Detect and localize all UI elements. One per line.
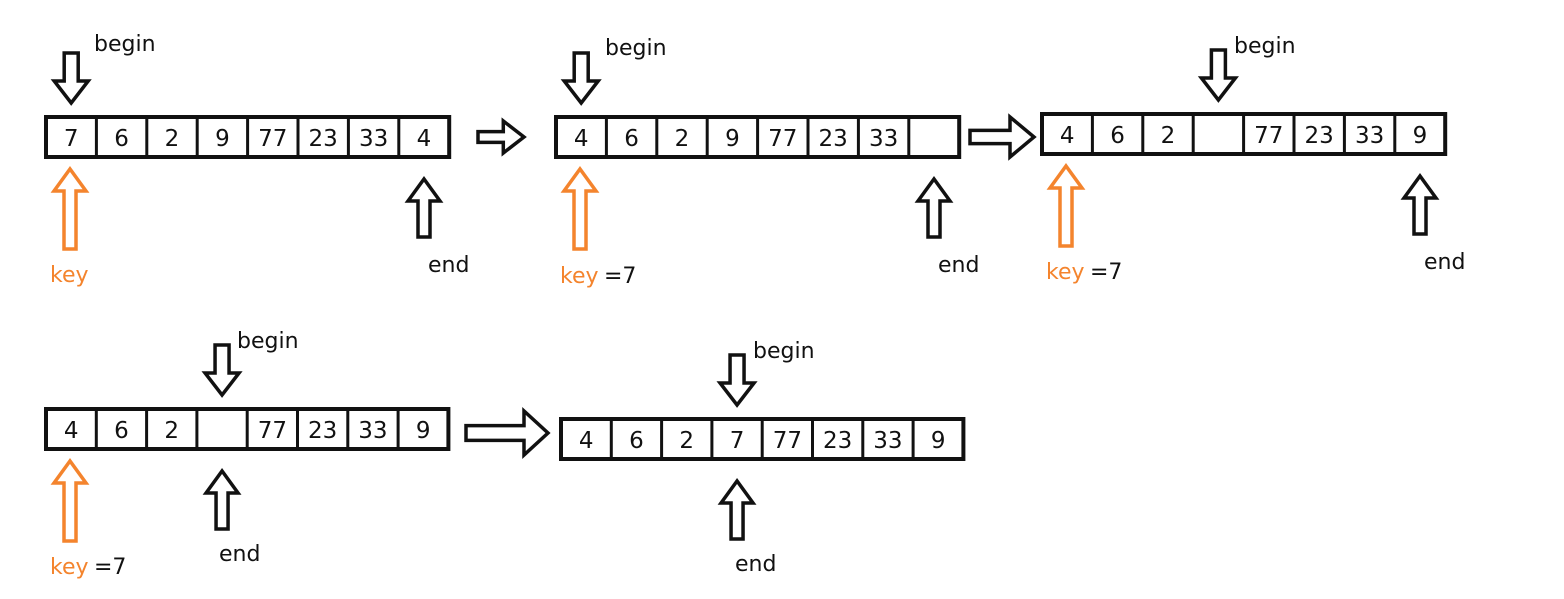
step-3-cell-7: 9 — [1413, 123, 1428, 149]
step-4-end-label: end — [219, 542, 260, 567]
step-3-cell-1: 6 — [1110, 123, 1125, 149]
step-3-end-label: end — [1424, 250, 1465, 275]
step-1-key-label: key — [50, 263, 89, 288]
step-2-cell-3: 9 — [725, 126, 740, 152]
step-1-begin-arrow — [50, 51, 92, 106]
step-1-begin-label: begin — [94, 32, 156, 57]
step-1-cell-2: 2 — [165, 126, 180, 152]
step-5-begin-arrow — [716, 353, 758, 408]
step-4-cell-2: 2 — [164, 418, 179, 444]
step-1-key-arrow — [50, 166, 90, 251]
step-5-begin-label: begin — [753, 339, 815, 364]
step-3-cell-5: 23 — [1305, 123, 1334, 149]
step-4-end-arrow — [202, 468, 242, 531]
step-1-cell-5: 23 — [309, 126, 338, 152]
step-5-cell-2: 2 — [679, 428, 694, 454]
step-2-key-value: =7 — [604, 264, 636, 289]
step-2-key-label: key — [560, 264, 599, 289]
step-5-end-label: end — [735, 552, 776, 577]
step-4-cell-5: 23 — [308, 418, 337, 444]
step-4-key-label: key — [50, 555, 89, 580]
step-1-cell-4: 77 — [258, 126, 287, 152]
step-4-cell-4: 77 — [258, 418, 287, 444]
step-2-cell-6: 33 — [869, 126, 898, 152]
step-2-cell-1: 6 — [624, 126, 639, 152]
step-4-cell-6: 33 — [358, 418, 387, 444]
step-2-begin-arrow — [560, 51, 602, 106]
step-4-cell-0: 4 — [64, 418, 79, 444]
step-2-cell-4: 77 — [768, 126, 797, 152]
step-1-cell-7: 4 — [417, 126, 432, 152]
step-5-cell-1: 6 — [629, 428, 644, 454]
step-5-cell-5: 23 — [823, 428, 852, 454]
step-2-cell-5: 23 — [819, 126, 848, 152]
step-3-key-arrow — [1046, 163, 1086, 248]
step-1-end-arrow — [404, 176, 444, 239]
step-2-key-arrow — [560, 166, 600, 251]
transition-arrow-2 — [968, 113, 1037, 161]
step-4-key-value: =7 — [94, 555, 126, 580]
step-5-cell-4: 77 — [773, 428, 802, 454]
step-3-cell-4: 77 — [1254, 123, 1283, 149]
step-3-begin-arrow — [1197, 48, 1239, 103]
step-1-cell-3: 9 — [215, 126, 230, 152]
step-3-cell-6: 33 — [1355, 123, 1384, 149]
step-3-cell-2: 2 — [1161, 123, 1176, 149]
step-2-begin-label: begin — [605, 36, 667, 61]
step-3-key-label: key — [1046, 260, 1085, 285]
step-5-end-arrow — [717, 478, 757, 541]
step-5-cell-3: 7 — [730, 428, 745, 454]
transition-arrow-1 — [476, 117, 527, 157]
step-5-cell-6: 33 — [873, 428, 902, 454]
step-1-cell-0: 7 — [64, 126, 79, 152]
step-1-cell-6: 33 — [359, 126, 388, 152]
step-2-end-arrow — [914, 176, 954, 239]
step-2-end-label: end — [938, 253, 979, 278]
step-4-cell-1: 6 — [114, 418, 129, 444]
step-3-begin-label: begin — [1234, 34, 1296, 59]
step-4-begin-label: begin — [237, 329, 299, 354]
step-1-end-label: end — [428, 253, 469, 278]
step-5-cell-0: 4 — [579, 428, 594, 454]
step-3-cell-0: 4 — [1060, 123, 1075, 149]
step-1-cell-1: 6 — [114, 126, 129, 152]
step-3-key-value: =7 — [1090, 260, 1122, 285]
transition-arrow-3 — [464, 407, 551, 459]
step-4-begin-arrow — [201, 343, 243, 398]
step-4-cell-7: 9 — [416, 418, 431, 444]
step-5-cell-7: 9 — [931, 428, 946, 454]
step-3-end-arrow — [1400, 173, 1440, 236]
step-4-key-arrow — [50, 458, 90, 543]
step-2-cell-0: 4 — [574, 126, 589, 152]
step-2-cell-2: 2 — [675, 126, 690, 152]
